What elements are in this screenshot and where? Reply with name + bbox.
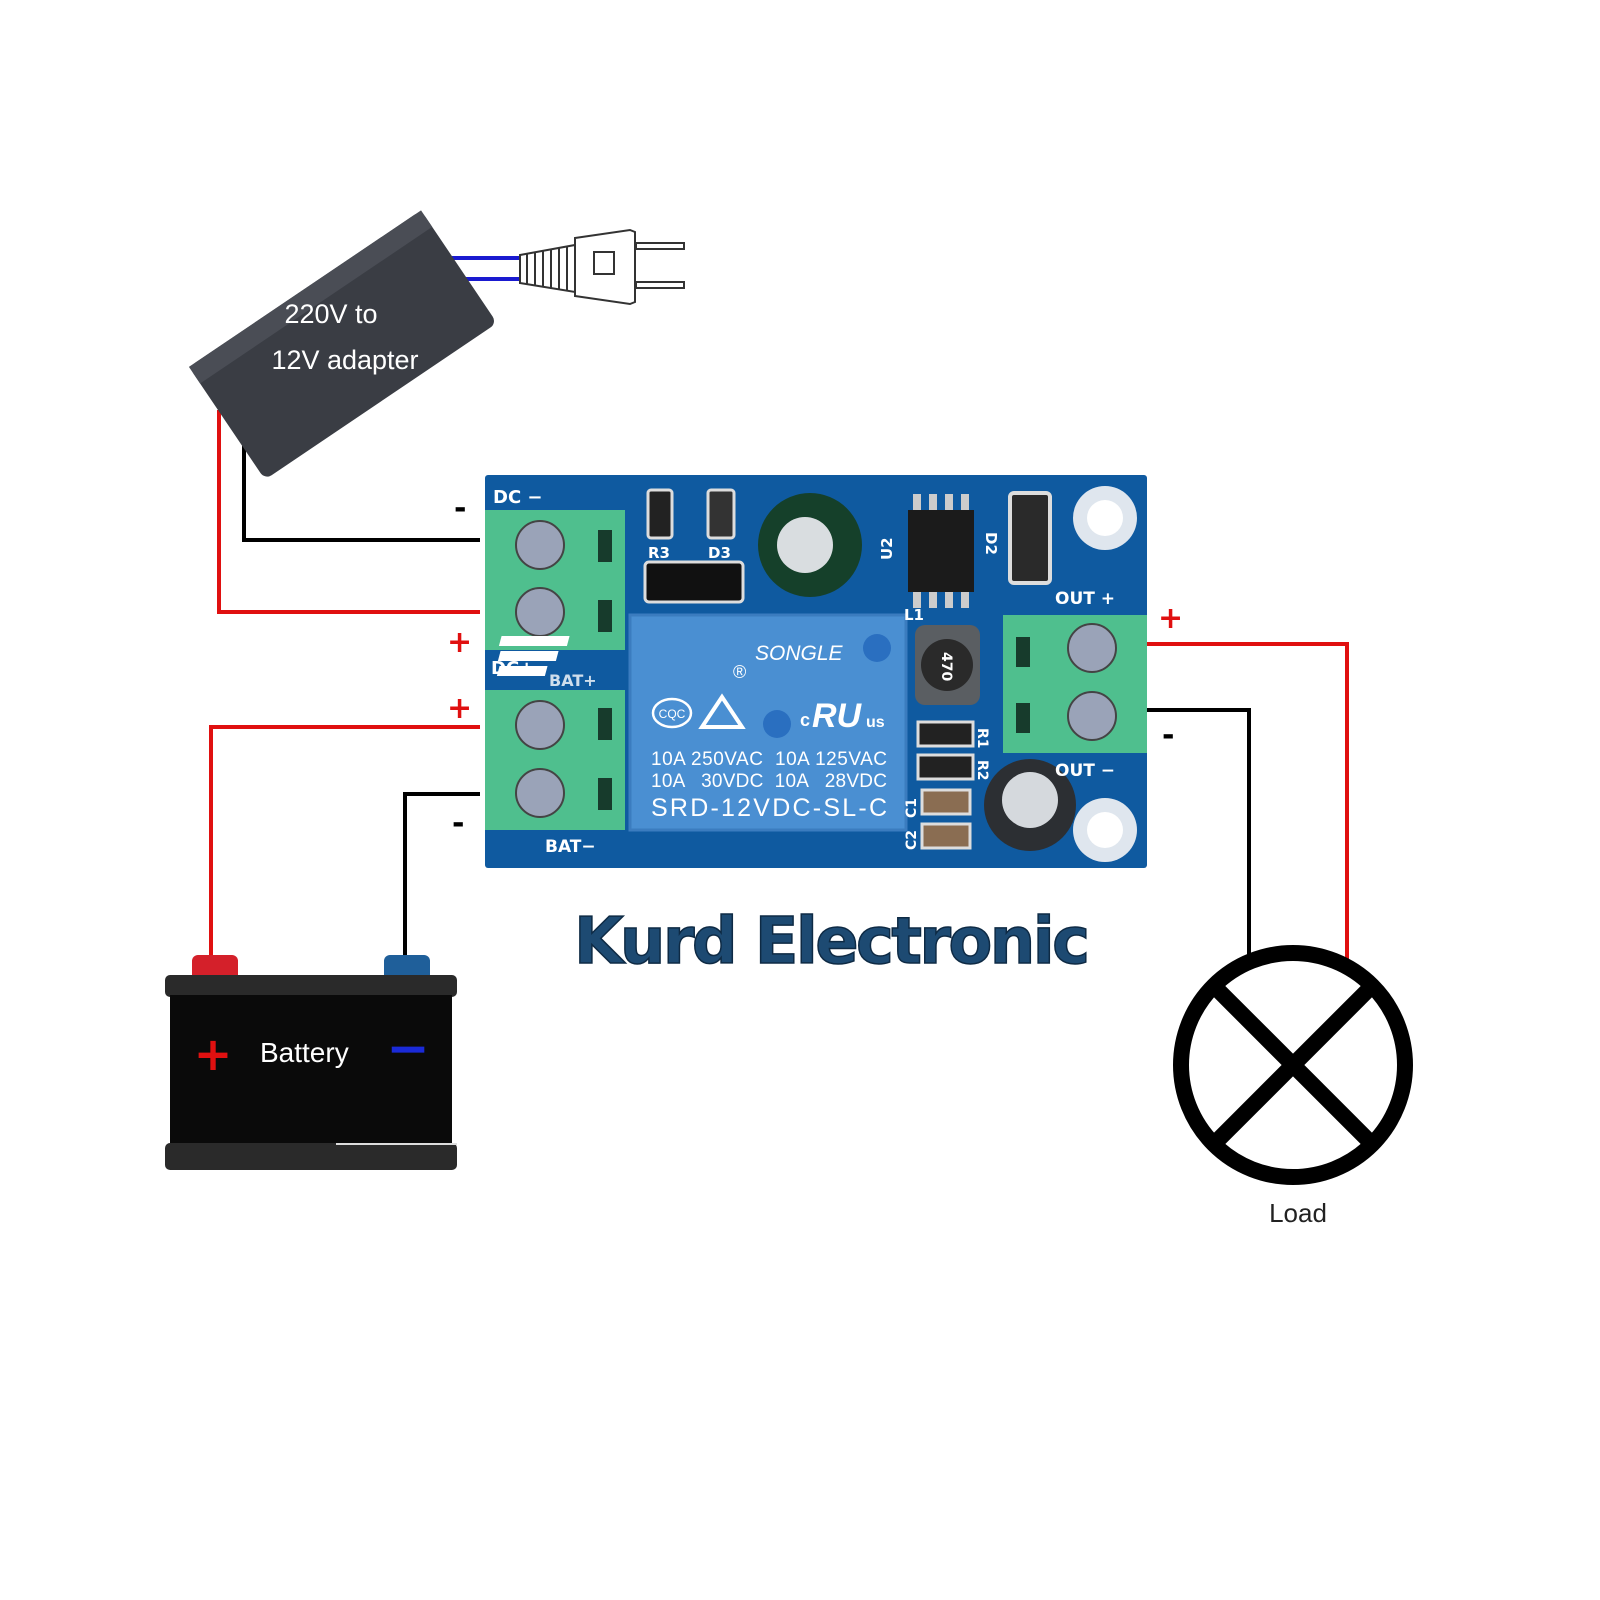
capacitor-c2 [920, 822, 972, 850]
label-r3: R3 [648, 544, 670, 562]
adapter-label-line1: 220V to [284, 299, 377, 329]
battery-red-wire [209, 725, 480, 960]
screw-icon[interactable] [515, 520, 565, 570]
label-dc-plus: DC+ [491, 658, 534, 679]
ic-u2 [908, 494, 974, 608]
load-black-wire [1145, 708, 1251, 960]
label-l1: L1 [904, 606, 924, 624]
adapter-red-wire [217, 410, 480, 614]
ul-us: us [866, 714, 885, 731]
adapter-label-line2: 12V adapter [271, 345, 418, 375]
out-minus-sign: - [1162, 718, 1174, 753]
screw-icon[interactable] [1067, 623, 1117, 673]
screw-icon[interactable] [515, 700, 565, 750]
capacitor [984, 759, 1076, 851]
load-label: Load [1269, 1198, 1327, 1228]
screw-icon[interactable] [1067, 691, 1117, 741]
relay-dot [863, 634, 891, 662]
battery-black-wire [403, 792, 480, 960]
resistor-r3 [646, 488, 674, 540]
label-r1: R1 [974, 728, 990, 749]
watermark: Kurd Electronic [574, 905, 1090, 979]
dc-plus-sign: + [447, 625, 472, 660]
polarity-marks: - + + - + - [447, 491, 1183, 841]
ups-relay-module: 470 SONGLE ® [485, 475, 1147, 868]
label-bat-minus: BAT− [545, 837, 596, 857]
relay-model: SRD-12VDC-SL-C [651, 794, 887, 822]
adapter-black-wire [242, 440, 480, 542]
inductor-value: 470 [938, 652, 954, 681]
battery-plus-sign: + [194, 1027, 233, 1081]
label-dc-minus: DC − [493, 487, 543, 508]
terminal-dc[interactable] [485, 510, 625, 650]
mains-plug-icon [519, 228, 685, 306]
label-c1: C1 [904, 798, 920, 818]
mounting-hole [1073, 486, 1137, 550]
battery: + Battery − [165, 955, 457, 1170]
capacitor-c1 [920, 788, 972, 816]
label-out-plus: OUT + [1055, 589, 1115, 609]
ul-c: c [800, 710, 810, 730]
label-out-minus: OUT − [1055, 761, 1115, 781]
relay-brand: SONGLE [755, 642, 844, 665]
screw-icon[interactable] [515, 768, 565, 818]
power-adapter: 220V to 12V adapter [188, 210, 494, 477]
load-wires [1145, 642, 1349, 960]
songle-logo-icon [496, 636, 570, 676]
jumper [643, 560, 745, 604]
cqc-text: CQC [659, 707, 686, 721]
bat-minus-sign: - [452, 806, 464, 841]
load-red-wire [1145, 642, 1349, 960]
led-d3 [706, 488, 736, 540]
terminal-out[interactable] [1003, 615, 1147, 753]
inductor-l1: 470 [915, 625, 980, 705]
resistor-r1 [916, 720, 975, 748]
relay: SONGLE ® CQC c RU us 10A 250VAC 10A 125V… [496, 613, 908, 832]
load-lamp-icon [1173, 945, 1413, 1185]
capacitor [758, 493, 862, 597]
label-d2: D2 [982, 532, 1000, 555]
board-labels: DC − DC+ BAT+ BAT− OUT + OUT − R3 D3 U2 … [491, 487, 1115, 857]
relay-registered: ® [733, 662, 746, 682]
cqc-mark-icon: CQC [651, 697, 693, 729]
battery-label: Battery [260, 1037, 349, 1068]
ul-mark: RU [812, 697, 863, 735]
terminal-bat[interactable] [485, 690, 625, 830]
relay-dot [763, 710, 791, 738]
bat-plus-sign: + [447, 691, 472, 726]
relay-rating-ac: 10A 250VAC 10A 125VAC [651, 749, 887, 770]
ccc-triangle-icon [698, 693, 746, 729]
battery-wires [209, 725, 480, 960]
label-c2: C2 [904, 830, 920, 850]
diode-d2 [1008, 491, 1052, 585]
label-u2: U2 [878, 537, 896, 560]
relay-rating-dc: 10A 30VDC 10A 28VDC [651, 771, 887, 792]
label-bat-plus: BAT+ [549, 671, 597, 690]
battery-minus-sign: − [386, 1019, 430, 1079]
mounting-hole [1073, 798, 1137, 862]
label-r2: R2 [974, 760, 990, 781]
resistor-r2 [916, 753, 975, 781]
label-d3: D3 [708, 544, 731, 562]
dc-minus-sign: - [454, 491, 466, 526]
out-plus-sign: + [1158, 601, 1183, 636]
screw-icon[interactable] [515, 587, 565, 637]
